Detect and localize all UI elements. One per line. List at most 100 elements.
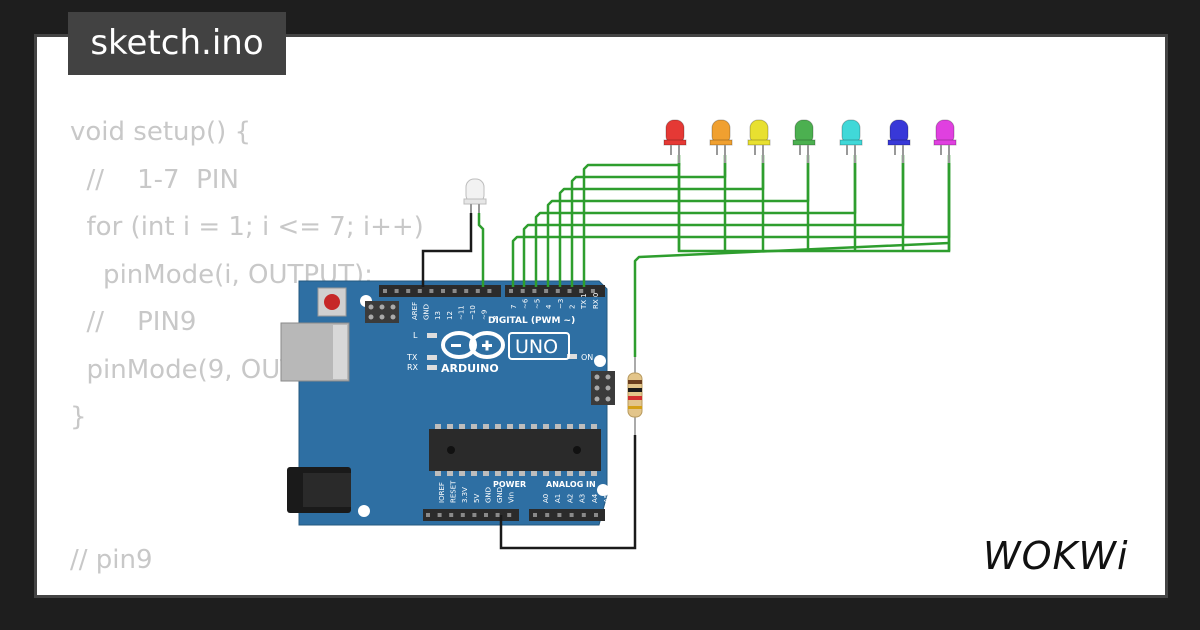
pin-label: 5V	[473, 494, 481, 503]
header-pin[interactable]	[545, 513, 550, 517]
header-pin[interactable]	[590, 289, 595, 293]
led-rim	[792, 139, 816, 146]
led-rim	[933, 139, 957, 146]
header-pin[interactable]	[406, 289, 411, 293]
header-pin[interactable]	[417, 289, 422, 293]
chip-leg	[459, 424, 465, 429]
header-pin[interactable]	[567, 289, 572, 293]
header-pin[interactable]	[464, 289, 469, 293]
led-row[interactable]	[663, 119, 957, 163]
led-4[interactable]	[792, 119, 816, 163]
resistor[interactable]	[627, 357, 643, 435]
analog-header[interactable]	[529, 509, 605, 521]
chip-leg	[519, 471, 525, 476]
header-pin[interactable]	[452, 289, 457, 293]
header-pin[interactable]	[487, 289, 492, 293]
header-pin[interactable]	[520, 289, 525, 293]
led-6[interactable]	[887, 119, 911, 163]
pin-label: A2	[566, 494, 574, 503]
wires[interactable]	[421, 155, 951, 550]
header-pin[interactable]	[509, 289, 513, 293]
header-pin[interactable]	[533, 513, 537, 517]
header-pin[interactable]	[495, 513, 500, 517]
header-pin[interactable]	[437, 513, 442, 517]
led-7[interactable]	[933, 119, 957, 163]
uno-label: UNO	[515, 336, 558, 358]
wire-led-6[interactable]	[522, 155, 905, 287]
wire-to-resistor[interactable]	[633, 241, 950, 357]
header-pin[interactable]	[475, 289, 480, 293]
pin-label: RX 0	[592, 293, 600, 309]
pin-label: 2	[569, 305, 577, 309]
header-pin[interactable]	[472, 513, 477, 517]
file-tab-label: sketch.ino	[90, 23, 264, 63]
header-pin[interactable]	[555, 289, 560, 293]
digital-pwm-label: DIGITAL (PWM ~)	[488, 316, 575, 326]
header-pin[interactable]	[460, 513, 465, 517]
header-pin[interactable]	[532, 289, 537, 293]
led-rim	[709, 139, 733, 146]
digital-header-right[interactable]	[505, 285, 605, 297]
chip-leg	[447, 424, 453, 429]
header-pin[interactable]	[426, 513, 430, 517]
chip-leg	[495, 424, 501, 429]
header-pin[interactable]	[569, 513, 574, 517]
led-2[interactable]	[709, 119, 733, 163]
header-pin[interactable]	[594, 513, 598, 517]
led-1[interactable]	[663, 119, 687, 163]
led-rim	[663, 139, 687, 146]
reset-button-cap[interactable]	[324, 294, 340, 310]
pin-label: 13	[434, 311, 442, 320]
header-pin[interactable]	[579, 289, 584, 293]
led-rim	[839, 139, 863, 146]
wire-led-1[interactable]	[582, 155, 681, 287]
chip-leg	[543, 424, 549, 429]
chip-leg	[555, 471, 561, 476]
uno-badge	[508, 332, 570, 360]
pin-label: GND	[423, 304, 431, 320]
mount-hole	[358, 505, 370, 517]
power-header[interactable]	[423, 509, 519, 521]
led-on	[567, 354, 577, 359]
header-pin[interactable]	[449, 513, 454, 517]
header-pin[interactable]	[394, 289, 399, 293]
wokwi-logo-text: WOKWi	[983, 534, 1129, 578]
icsp-header-right	[591, 371, 615, 405]
wire-white-led-gnd[interactable]	[421, 213, 473, 287]
code-line: }	[70, 402, 87, 432]
header-pin[interactable]	[441, 289, 445, 293]
pin-label: 4	[545, 304, 553, 309]
wire-led-2[interactable]	[570, 155, 727, 287]
pin-label: ~9	[481, 310, 489, 320]
wire-resistor-gnd[interactable]	[499, 435, 637, 550]
digital-header-left[interactable]	[379, 285, 501, 297]
wire-led-3[interactable]	[558, 155, 765, 287]
pin-label: ~5	[533, 299, 541, 309]
chip-leg	[555, 424, 561, 429]
header-pin[interactable]	[383, 289, 387, 293]
header-pin[interactable]	[581, 513, 586, 517]
header-pin[interactable]	[544, 289, 549, 293]
white-led[interactable]	[463, 178, 487, 213]
header-pin[interactable]	[507, 513, 512, 517]
usb-port-shell	[333, 325, 347, 379]
header-pin[interactable]	[429, 289, 434, 293]
pin-label: A4	[591, 493, 599, 503]
led-5[interactable]	[839, 119, 863, 163]
header-pin[interactable]	[557, 513, 562, 517]
icsp-header-top	[365, 301, 399, 323]
wire-white-led-pin9[interactable]	[477, 213, 485, 287]
pin-label: ~10	[469, 305, 477, 320]
header-pin[interactable]	[484, 513, 488, 517]
pin-label: 7	[510, 305, 518, 309]
wire-led-7[interactable]	[511, 155, 951, 287]
file-tab[interactable]: sketch.ino	[68, 12, 286, 75]
code-line: // pin9	[70, 544, 153, 575]
chip-leg	[507, 471, 513, 476]
led-3[interactable]	[747, 119, 771, 163]
chip-leg	[567, 471, 573, 476]
pin-label: A5	[603, 494, 611, 503]
pin-label: IOREF	[438, 482, 446, 503]
